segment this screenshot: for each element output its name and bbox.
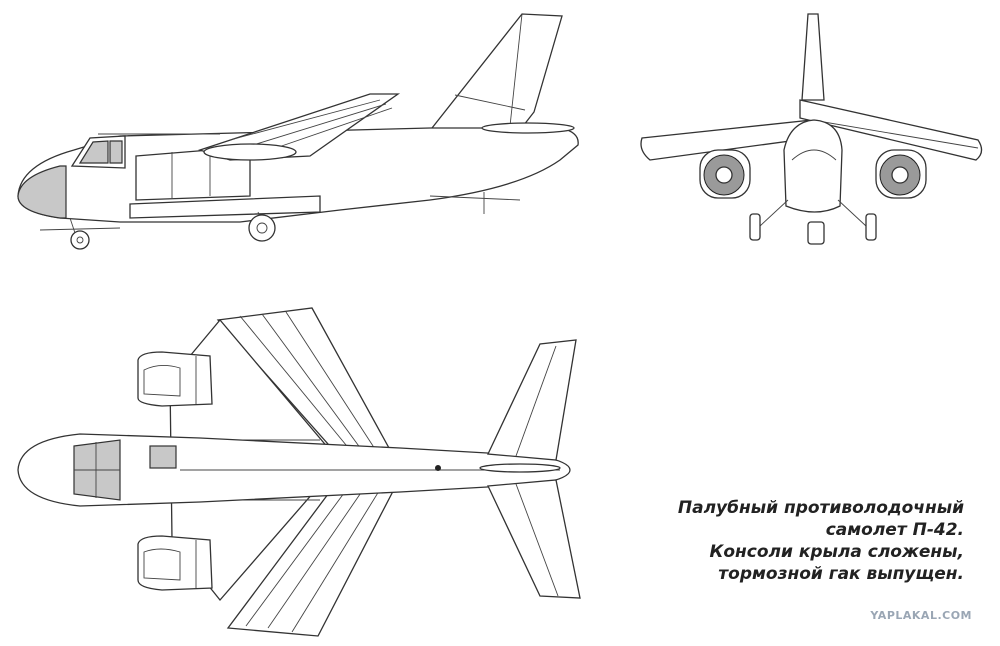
caption-line: Консоли крыла сложены, bbox=[709, 542, 964, 562]
side-view-engine-nacelle bbox=[135, 149, 251, 201]
site-watermark: YAPLAKAL.COM bbox=[870, 609, 972, 622]
front-view-wing-left bbox=[640, 119, 813, 161]
top-view-cockpit bbox=[73, 439, 177, 501]
side-view-nose-gear bbox=[69, 217, 90, 250]
top-view-engine-lower bbox=[137, 535, 213, 591]
front-view-vertical-tail bbox=[801, 13, 825, 101]
side-view-vertical-tail bbox=[430, 13, 563, 131]
front-view bbox=[640, 13, 983, 245]
front-view-fuselage bbox=[783, 119, 843, 213]
top-view-engine-upper bbox=[137, 351, 213, 407]
top-view-stabilizer-upper bbox=[487, 339, 577, 461]
side-view bbox=[17, 13, 579, 250]
drawing-caption: Палубный противолодочный самолет П-42. К… bbox=[634, 497, 964, 585]
side-view-main-gear bbox=[248, 211, 276, 242]
caption-line: тормозной гак выпущен. bbox=[718, 564, 964, 584]
front-view-landing-gear bbox=[749, 199, 877, 245]
caption-line: самолет П-42. bbox=[825, 520, 964, 540]
top-view bbox=[17, 307, 581, 637]
front-view-engine-left bbox=[699, 149, 751, 199]
caption-line: Палубный противолодочный bbox=[677, 498, 964, 518]
front-view-wing-right bbox=[799, 99, 983, 161]
front-view-engine-right bbox=[875, 149, 927, 199]
top-view-stabilizer-lower bbox=[487, 479, 581, 599]
side-view-nose bbox=[17, 165, 67, 219]
